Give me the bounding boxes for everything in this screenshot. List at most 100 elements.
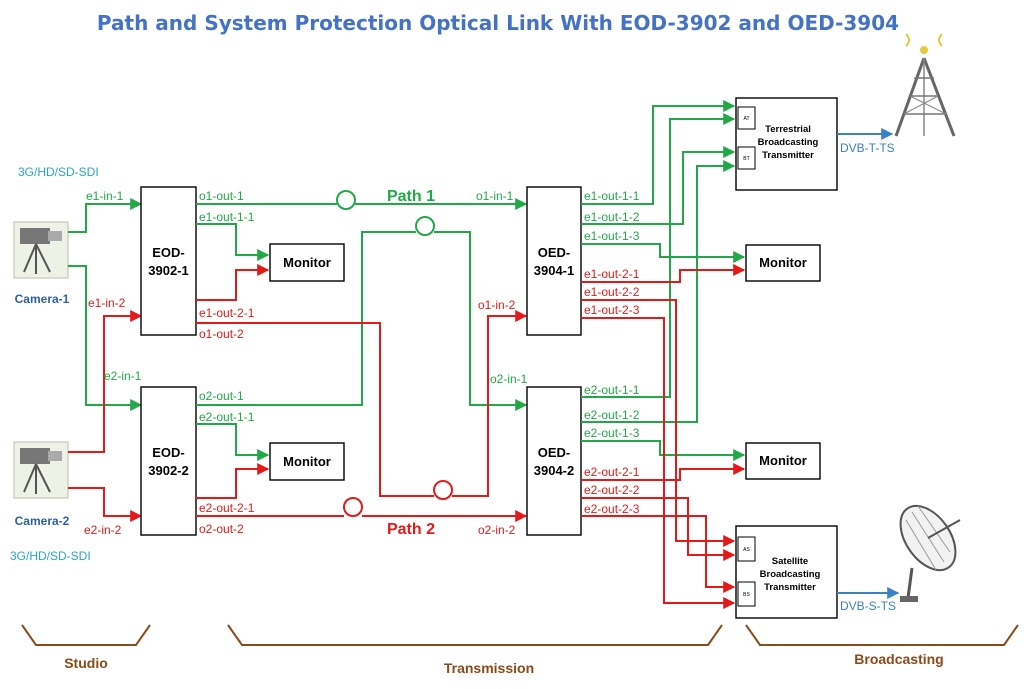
connector-cam2-eod1 <box>68 310 143 453</box>
satellite-transmitter-box: AS BS Satellite Broadcasting Transmitter <box>735 525 838 619</box>
connector-oed2-monitor <box>581 440 746 461</box>
broadcasting-brace <box>745 624 1019 646</box>
monitor-box: Monitor <box>745 244 821 282</box>
eod-3902-1-box: EOD- 3902-1 <box>140 186 197 336</box>
oed2-in2-label: o2-in-2 <box>478 523 516 537</box>
oed-3904-2-box: OED- 3904-2 <box>526 386 582 536</box>
fiber-spool-icon <box>415 216 435 236</box>
dvb-t-label: DVB-T-TS <box>840 141 895 155</box>
eod2-out-o-label: o2-out-1 <box>199 389 244 403</box>
camera-1-label: Camera-1 <box>15 292 70 306</box>
oed1-out-label: e1-out-1-2 <box>584 210 640 224</box>
fiber-cross-o2-in-1 <box>434 231 528 411</box>
connector-oed1-monitor <box>581 243 746 263</box>
monitor-box: Monitor <box>269 243 345 282</box>
connector-eod1-monitor-red <box>196 264 270 301</box>
fiber-spool-icon <box>343 497 363 517</box>
section-broadcasting: Broadcasting <box>854 651 943 667</box>
terrestrial-transmitter-box: AT BT Terrestrial Broadcasting Transmitt… <box>735 97 838 191</box>
eod1-in1-label: e1-in-1 <box>86 189 124 203</box>
oed2-out-label: e2-out-2-2 <box>584 483 640 497</box>
studio-brace <box>21 624 151 646</box>
terrestrial-line3: Transmitter <box>762 150 814 161</box>
tower-icon <box>894 33 956 137</box>
connector-cam2-eod2 <box>68 487 143 522</box>
oed1-out-label: e1-out-1-1 <box>584 189 640 203</box>
oed1-out-label: e1-out-2-3 <box>584 303 640 317</box>
oed1-name-line2: 3904-1 <box>534 263 574 278</box>
eod1-out-e1-label: e1-out-1-1 <box>199 210 255 224</box>
monitor-label: Monitor <box>283 454 331 469</box>
sdi-label-top: 3G/HD/SD-SDI <box>18 165 99 179</box>
eod2-out-e1-label: e2-out-1-1 <box>199 410 255 424</box>
connector-oed1-bs <box>581 317 736 609</box>
monitor-label: Monitor <box>759 255 807 270</box>
oed1-in2-label: o1-in-2 <box>478 298 516 312</box>
oed2-out-label: e2-out-1-1 <box>584 383 640 397</box>
eod2-name-line2: 3902-2 <box>148 463 188 478</box>
oed2-out-label: e2-out-1-3 <box>584 426 640 440</box>
eod-3902-2-box: EOD- 3902-2 <box>140 386 197 536</box>
eod1-out-o-label: o1-out-1 <box>199 189 244 203</box>
oed2-in1-label: o2-in-1 <box>490 372 528 386</box>
port-as-label: AS <box>743 547 750 553</box>
connector-eod1-monitor-green <box>196 223 270 261</box>
eod2-in2-label: e2-in-2 <box>84 523 122 537</box>
connector-cam1-eod1 <box>68 198 143 233</box>
connector-cam1-eod2 <box>68 265 143 411</box>
eod2-out-e2-label: e2-out-2-1 <box>199 501 255 515</box>
connector-oed2-bs <box>581 515 736 593</box>
connector-oed2-as <box>581 497 736 561</box>
fiber-spool-icon <box>433 480 453 500</box>
port-bs-label: BS <box>743 592 750 598</box>
oed2-name-line2: 3904-2 <box>534 463 574 478</box>
monitor-label: Monitor <box>283 255 331 270</box>
connector-oed1-bt <box>581 146 736 225</box>
satellite-dish-icon <box>899 504 961 602</box>
satellite-line3: Transmitter <box>764 582 816 593</box>
satellite-line2: Broadcasting <box>760 569 821 580</box>
connector-oed2-at <box>581 113 736 398</box>
oed2-out-label: e2-out-2-1 <box>584 465 640 479</box>
page-title: Path and System Protection Optical Link … <box>97 11 899 35</box>
eod1-name-line1: EOD- <box>152 245 185 260</box>
camera-2-label: Camera-2 <box>15 514 70 528</box>
path-1-label: Path 1 <box>387 188 435 205</box>
eod2-name-line1: EOD- <box>152 445 185 460</box>
fiber-cross-o2-out-1 <box>196 231 416 406</box>
connector-oed1-at <box>581 100 736 205</box>
path-2-label: Path 2 <box>387 521 435 538</box>
port-at-label: AT <box>743 116 749 122</box>
fiber-cross-o1-out-2 <box>196 322 434 497</box>
oed1-in1-label: o1-in-1 <box>476 189 514 203</box>
eod1-out-e2-label: e1-out-2-1 <box>199 306 255 320</box>
camera-icon <box>13 441 69 499</box>
fiber-cross-o1-in-2 <box>452 310 528 497</box>
camera-icon <box>13 221 69 279</box>
fiber-spool-icon <box>336 190 356 210</box>
monitor-box: Monitor <box>745 442 821 480</box>
oed1-out-label: e1-out-2-2 <box>584 285 640 299</box>
eod1-out-o2-label: o1-out-2 <box>199 327 244 341</box>
section-studio: Studio <box>64 655 108 671</box>
connector-eod2-monitor-red <box>196 463 270 499</box>
oed-3904-1-box: OED- 3904-1 <box>526 186 582 336</box>
oed1-out-label: e1-out-1-3 <box>584 229 640 243</box>
terrestrial-line1: Terrestrial <box>765 124 811 135</box>
eod1-name-line2: 3902-1 <box>148 263 188 278</box>
connector-oed2-bt <box>581 160 736 423</box>
connector-oed1-monitor-red <box>581 264 746 283</box>
connector-eod2-monitor-green <box>196 423 270 461</box>
sdi-label-bottom: 3G/HD/SD-SDI <box>10 549 91 563</box>
eod1-in2-label: e1-in-2 <box>88 296 126 310</box>
monitor-box: Monitor <box>269 442 345 481</box>
oed1-out-label: e1-out-2-1 <box>584 267 640 281</box>
dvb-s-label: DVB-S-TS <box>840 599 896 613</box>
eod2-in1-label: e2-in-1 <box>104 369 142 383</box>
oed2-out-label: e2-out-2-3 <box>584 502 640 516</box>
section-transmission: Transmission <box>444 660 534 676</box>
eod2-out-o2-label: o2-out-2 <box>199 522 244 536</box>
connector-oed2-monitor-red <box>581 463 746 481</box>
monitor-label: Monitor <box>759 453 807 468</box>
